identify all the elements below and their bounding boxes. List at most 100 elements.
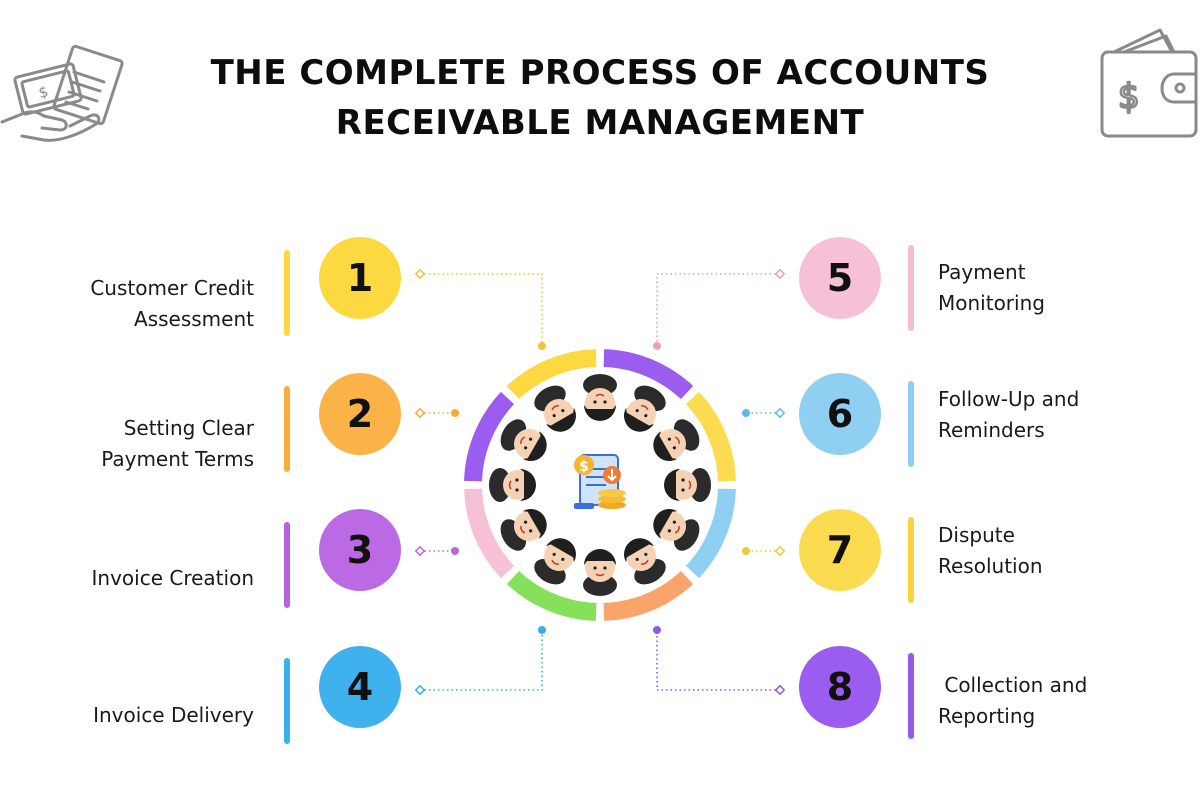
- person-head: [583, 549, 617, 596]
- svg-text:$: $: [1118, 77, 1140, 117]
- step-3-label: Invoice Creation: [14, 563, 254, 594]
- person-head: [624, 538, 666, 585]
- connector-5-dot: [653, 342, 661, 350]
- step-5-circle: 5: [799, 237, 881, 319]
- step-7-circle: 7: [799, 509, 881, 591]
- step-6-number: 6: [826, 392, 854, 436]
- step-7-bar: [908, 517, 914, 603]
- connector-1-end: [414, 268, 426, 280]
- person-head: [653, 509, 700, 551]
- person-head: [500, 419, 547, 461]
- step-4-label-line: Invoice Delivery: [93, 703, 254, 727]
- step-8-label-line: Reporting: [938, 704, 1036, 728]
- step-4-circle: 4: [319, 646, 401, 728]
- wallet-dollar-icon: $: [1100, 28, 1198, 138]
- step-8-number: 8: [826, 665, 854, 709]
- step-5-number: 5: [826, 256, 854, 300]
- step-1-label-line: Customer Credit: [90, 276, 254, 300]
- svg-text:$: $: [37, 82, 51, 102]
- step-6-label-line: Reminders: [938, 418, 1045, 442]
- step-7-label-line: Dispute: [938, 523, 1015, 547]
- cash-invoice-hand-icon: $: [0, 44, 124, 142]
- person-head: [653, 419, 700, 461]
- step-1-label-line: Assessment: [134, 307, 254, 331]
- step-1-circle: 1: [319, 237, 401, 319]
- connector-5-end: [774, 268, 786, 280]
- step-6-circle: 6: [799, 373, 881, 455]
- step-4-label: Invoice Delivery: [14, 700, 254, 731]
- person-head: [534, 538, 576, 585]
- step-2-number: 2: [346, 392, 374, 436]
- hub-ring-segment: [603, 570, 694, 621]
- connector-3-end: [414, 545, 426, 557]
- connector-4: [420, 630, 543, 691]
- connector-1-dot: [538, 342, 546, 350]
- hub-ring-segment: [685, 391, 736, 482]
- svg-text:$: $: [579, 459, 589, 475]
- step-1-bar: [284, 250, 290, 336]
- connector-4-end: [414, 684, 426, 696]
- step-4-number: 4: [346, 665, 374, 709]
- step-4-bar: [284, 658, 290, 744]
- step-2-label-line: Payment Terms: [101, 447, 254, 471]
- connector-6-dot: [742, 409, 750, 417]
- step-3-label-line: Invoice Creation: [91, 566, 254, 590]
- hub-ring-segment: [685, 488, 736, 579]
- step-5-label-line: Monitoring: [938, 291, 1045, 315]
- hub-ring: [464, 349, 736, 621]
- connector-4-dot: [538, 626, 546, 634]
- hub-ring-segment: [464, 488, 515, 579]
- step-8-label-line: Collection and: [938, 673, 1088, 697]
- step-5-bar: [908, 245, 914, 331]
- hub-ring-segment: [603, 349, 694, 400]
- connector-2-dot: [451, 409, 459, 417]
- people-circle: [489, 374, 711, 596]
- person-head: [583, 374, 617, 421]
- hub-ring-segment: [506, 349, 597, 400]
- step-8-circle: 8: [799, 646, 881, 728]
- central-hub: $: [464, 349, 736, 621]
- step-2-circle: 2: [319, 373, 401, 455]
- person-head: [534, 385, 576, 432]
- connector-2-end: [414, 407, 426, 419]
- connector-7-dot: [742, 547, 750, 555]
- connector-8-end: [774, 684, 786, 696]
- connector-5: [656, 273, 780, 346]
- connector-6-end: [774, 407, 786, 419]
- person-head: [500, 509, 547, 551]
- person-head: [624, 385, 666, 432]
- connector-group: [414, 268, 786, 696]
- step-3-bar: [284, 522, 290, 608]
- page-title: THE COMPLETE PROCESS OF ACCOUNTS RECEIVA…: [150, 48, 1050, 148]
- step-1-number: 1: [346, 256, 374, 300]
- title-line-1: THE COMPLETE PROCESS OF ACCOUNTS: [210, 53, 990, 93]
- step-3-number: 3: [346, 528, 374, 572]
- hub-ring-segment: [506, 570, 597, 621]
- step-2-label-line: Setting Clear: [123, 416, 254, 440]
- step-2-bar: [284, 386, 290, 472]
- receipt-coins-icon: $: [574, 454, 626, 509]
- step-8-bar: [908, 653, 914, 739]
- step-7-label-line: Resolution: [938, 554, 1043, 578]
- connector-7-end: [774, 545, 786, 557]
- person-head: [489, 468, 536, 502]
- connector-3-dot: [451, 547, 459, 555]
- step-3-circle: 3: [319, 509, 401, 591]
- step-6-label-line: Follow-Up and: [938, 387, 1080, 411]
- connector-8: [656, 630, 780, 691]
- connector-8-dot: [653, 626, 661, 634]
- person-head: [664, 468, 711, 502]
- step-7-number: 7: [826, 528, 854, 572]
- step-5-label-line: Payment: [938, 260, 1026, 284]
- step-6-bar: [908, 381, 914, 467]
- title-line-2: RECEIVABLE MANAGEMENT: [335, 103, 865, 143]
- connector-1: [420, 273, 543, 346]
- hub-ring-segment: [464, 391, 515, 482]
